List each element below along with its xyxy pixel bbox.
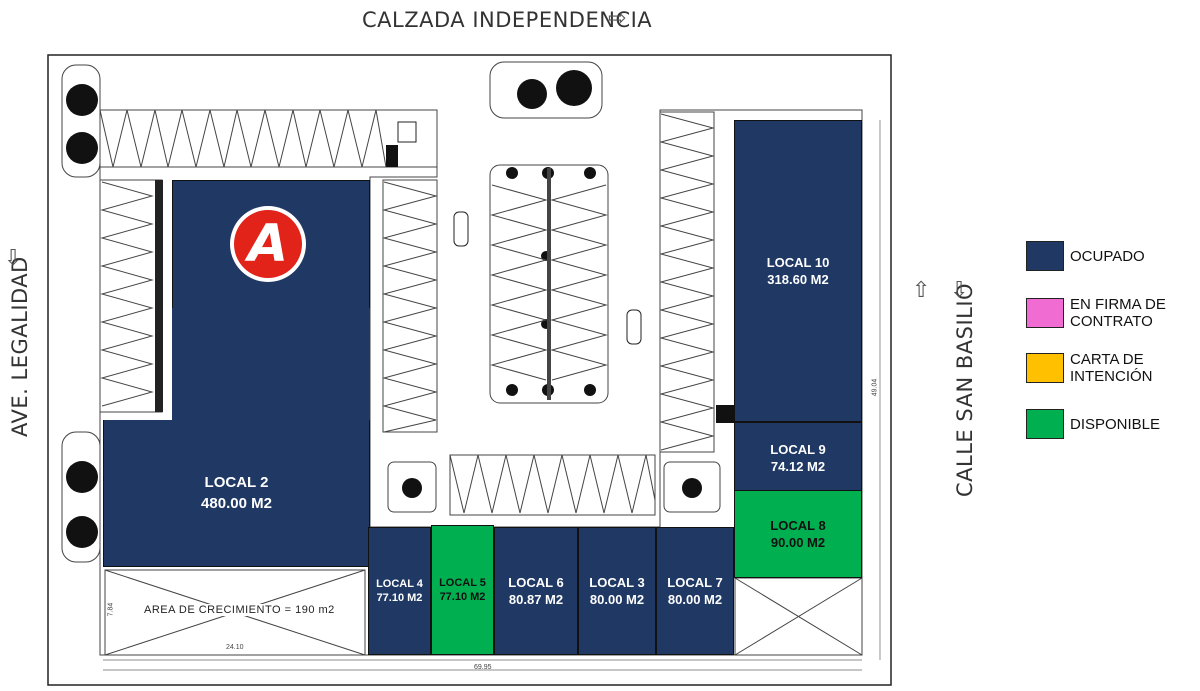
unit-name: LOCAL 8 <box>770 518 826 533</box>
unit-local5[interactable]: LOCAL 5 77.10 M2 <box>431 525 494 655</box>
landscape-island <box>489 61 603 119</box>
arrow-right-icon: ⇨ <box>608 6 627 31</box>
legend-item: OCUPADO <box>1026 241 1180 271</box>
unit-local8[interactable]: LOCAL 8 90.00 M2 <box>734 490 862 578</box>
landscape-island <box>61 431 101 563</box>
legend-item: DISPONIBLE <box>1026 409 1180 439</box>
unit-area: 80.87 M2 <box>508 592 564 607</box>
arrow-down-icon: ⇩ <box>4 246 23 271</box>
unit-local9[interactable]: LOCAL 9 74.12 M2 <box>734 422 862 494</box>
parking-row <box>99 109 438 168</box>
unit-area: 74.12 M2 <box>770 459 826 474</box>
unit-name: LOCAL 6 <box>508 575 564 590</box>
parking-row <box>382 179 438 433</box>
accessible-parking-icon <box>397 121 417 143</box>
dimension-label: 7.84 <box>107 602 115 617</box>
legend-label: CARTA DE INTENCIÓN <box>1070 351 1153 385</box>
unit-local6[interactable]: LOCAL 6 80.87 M2 <box>494 527 578 655</box>
growth-area-label: AREA DE CRECIMIENTO = 190 m2 <box>142 604 337 616</box>
parking-stripes <box>99 109 387 168</box>
unit-local3[interactable]: LOCAL 3 80.00 M2 <box>578 527 656 655</box>
unit-area: 318.60 M2 <box>767 272 829 287</box>
street-left-label: AVE. LEGALIDAD <box>8 256 32 437</box>
legend-label: OCUPADO <box>1070 247 1145 265</box>
car-icon <box>626 309 642 345</box>
legend-item: CARTA DE INTENCIÓN <box>1026 351 1180 385</box>
legend-item: EN FIRMA DE CONTRATO <box>1026 296 1180 330</box>
dimension-label: 24.10 <box>226 644 244 651</box>
unit-area: 480.00 M2 <box>201 495 272 512</box>
legend-label: DISPONIBLE <box>1070 415 1161 433</box>
unit-area: 77.10 M2 <box>439 591 486 603</box>
tenant-logo-letter: A <box>247 214 289 274</box>
unit-name: LOCAL 9 <box>770 442 826 457</box>
property-boundary <box>47 54 892 686</box>
landscape-island <box>387 461 437 513</box>
unit-area: 80.00 M2 <box>589 592 645 607</box>
unit-local2[interactable]: LOCAL 2 480.00 M2 <box>103 420 370 567</box>
growth-area <box>104 569 366 656</box>
service-area <box>734 577 863 656</box>
arrow-down-icon: ⇩ <box>950 278 969 303</box>
unit-name: LOCAL 7 <box>667 575 723 590</box>
unit-name: LOCAL 10 <box>766 255 830 270</box>
unit-name: LOCAL 5 <box>439 577 486 589</box>
legend-label: EN FIRMA DE CONTRATO <box>1070 296 1166 330</box>
unit-local7[interactable]: LOCAL 7 80.00 M2 <box>656 527 734 655</box>
dimension-label: 69.95 <box>474 664 492 671</box>
legend-swatch <box>1026 409 1064 439</box>
tenant-logo: A <box>230 206 306 282</box>
landscape-island <box>663 461 721 513</box>
dimension-label: 49.04 <box>871 378 879 397</box>
legend-swatch <box>1026 353 1064 383</box>
parking-row <box>449 454 656 516</box>
unit-local4[interactable]: LOCAL 4 77.10 M2 <box>368 527 431 655</box>
tree-icon <box>66 70 702 548</box>
unit-local10[interactable]: LOCAL 10 318.60 M2 <box>734 120 862 422</box>
arrow-up-icon: ⇧ <box>912 278 931 303</box>
unit-area: 77.10 M2 <box>376 592 423 604</box>
street-top-label: CALZADA INDEPENDENCIA <box>362 8 653 32</box>
unit-area: 80.00 M2 <box>667 592 723 607</box>
parking-row <box>489 164 609 404</box>
unit-name: LOCAL 4 <box>376 578 423 590</box>
street-right-label: CALLE SAN BASILIO <box>953 282 977 497</box>
car-icon <box>453 211 469 247</box>
legend-swatch <box>1026 298 1064 328</box>
unit-name: LOCAL 2 <box>204 474 269 491</box>
unit-area: 90.00 M2 <box>770 535 826 550</box>
legend-swatch <box>1026 241 1064 271</box>
unit-name: LOCAL 3 <box>589 575 645 590</box>
